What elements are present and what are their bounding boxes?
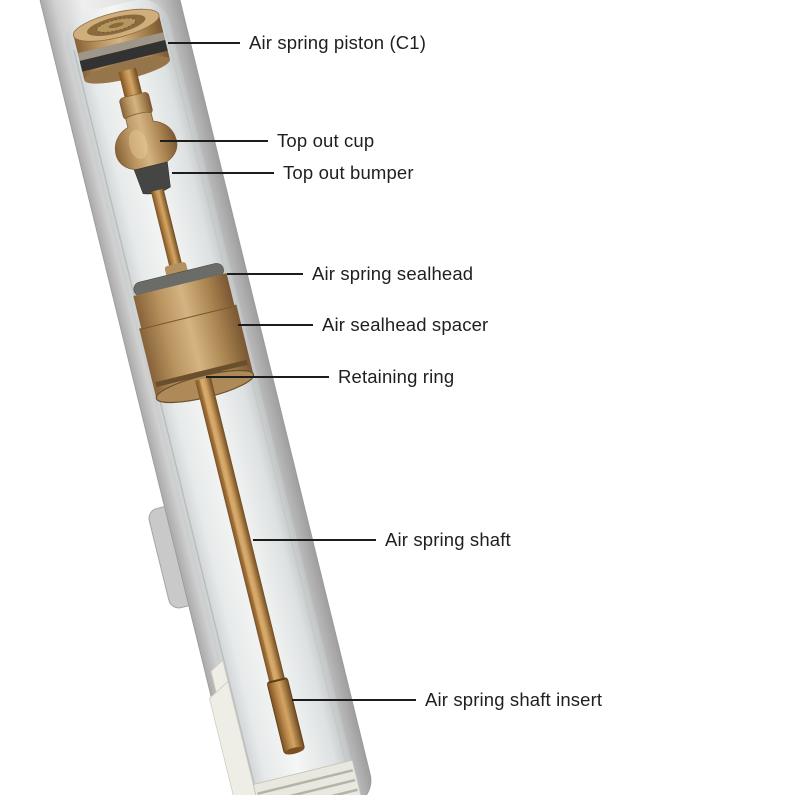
lower-casting xyxy=(209,659,370,795)
callout-line xyxy=(206,376,329,378)
label-text: Air spring shaft xyxy=(385,529,511,550)
threaded-section xyxy=(252,759,370,795)
label-text: Retaining ring xyxy=(338,366,455,387)
label-text: Air spring shaft insert xyxy=(425,689,603,710)
callout-line xyxy=(292,699,416,701)
label-text: Air spring sealhead xyxy=(312,263,474,284)
label-retaining-ring: Retaining ring xyxy=(206,364,454,390)
air-spring-shaft xyxy=(195,376,286,684)
callout-line xyxy=(238,324,313,326)
air-spring-sealhead xyxy=(133,262,235,330)
callout-line xyxy=(168,42,240,44)
callout-line xyxy=(227,273,303,275)
air-spring-shaft-insert xyxy=(267,677,305,755)
label-top-out-bumper: Top out bumper xyxy=(172,160,414,186)
air-spring-piston xyxy=(72,8,170,84)
label-top-out-cup: Top out cup xyxy=(160,128,374,154)
label-text: Top out cup xyxy=(277,130,375,151)
upper-shaft xyxy=(150,188,185,278)
label-text: Top out bumper xyxy=(283,162,414,183)
top-out-cup xyxy=(114,111,178,171)
label-air-spring-sealhead: Air spring sealhead xyxy=(227,261,473,287)
label-air-spring-piston: Air spring piston (C1) xyxy=(168,30,426,56)
label-air-spring-shaft: Air spring shaft xyxy=(253,527,511,553)
piston-o-ring xyxy=(79,40,168,72)
callout-line xyxy=(253,539,376,541)
retaining-ring xyxy=(155,359,248,388)
callout-line xyxy=(160,140,268,142)
callout-line xyxy=(172,172,274,174)
label-text: Air spring piston (C1) xyxy=(249,32,427,53)
label-text: Air sealhead spacer xyxy=(322,314,489,335)
label-air-spring-shaft-insert: Air spring shaft insert xyxy=(292,687,602,713)
label-air-sealhead-spacer: Air sealhead spacer xyxy=(238,312,488,338)
